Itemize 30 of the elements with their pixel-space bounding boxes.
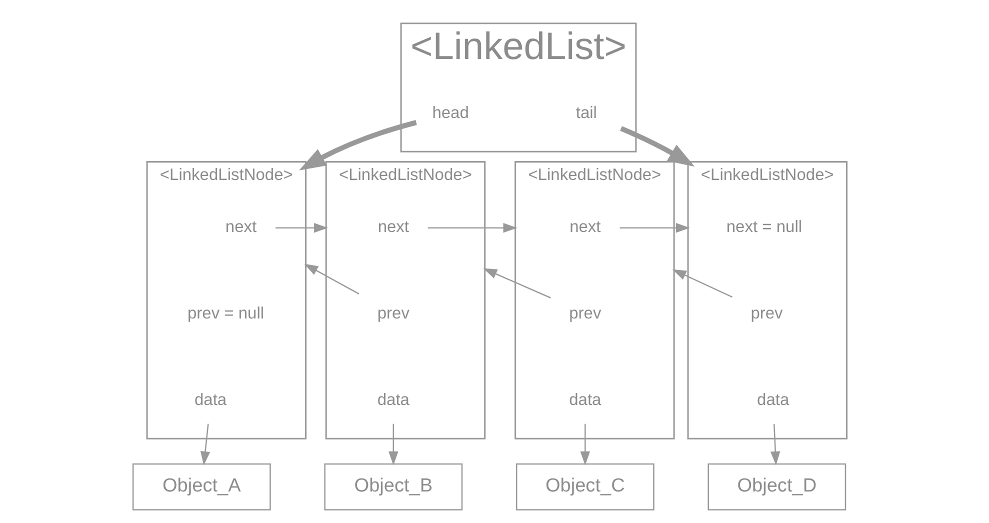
arrow <box>619 222 690 233</box>
arrow <box>620 126 694 167</box>
node-text: tail <box>575 104 596 122</box>
arrow <box>275 222 328 233</box>
arrow <box>580 424 590 466</box>
node-text: prev <box>568 304 601 323</box>
arrow <box>298 120 416 170</box>
node-text: prev <box>750 304 782 323</box>
node-text: data <box>376 390 409 409</box>
node-text: next <box>224 218 256 236</box>
arrow <box>770 424 780 466</box>
node-text: data <box>194 390 226 409</box>
node-text: prev = null <box>186 304 264 323</box>
node-text: next <box>377 218 408 236</box>
arrow <box>482 268 550 298</box>
node-text: data <box>756 390 789 409</box>
arrow <box>200 424 210 466</box>
arrow <box>304 264 359 295</box>
arrow <box>388 424 398 466</box>
node-box: Object_C <box>515 463 654 510</box>
node-text: head <box>432 104 468 122</box>
node-box: Object_D <box>707 463 846 510</box>
node-box: Object_A <box>132 463 270 510</box>
arrow <box>427 222 517 233</box>
node-text: next = null <box>726 218 802 236</box>
node-text: next <box>569 218 600 236</box>
node-text: prev <box>376 304 409 323</box>
node-box: Object_B <box>324 463 462 510</box>
arrow <box>672 269 732 298</box>
node-text: data <box>568 390 601 409</box>
